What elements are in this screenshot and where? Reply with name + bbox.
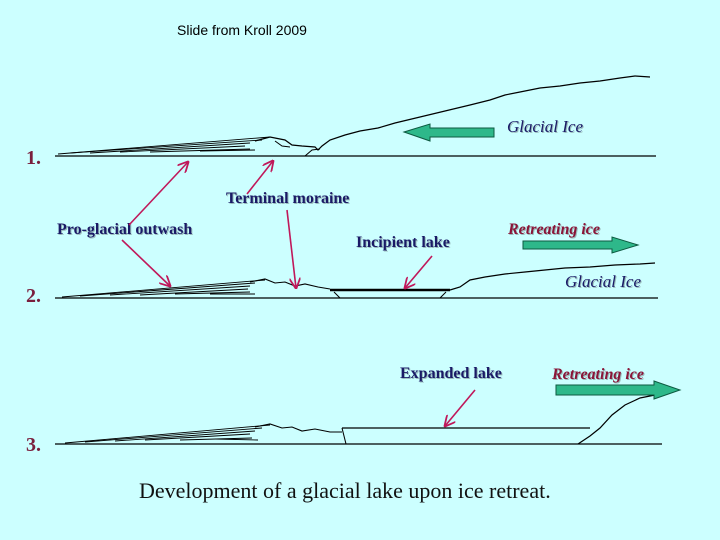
panel-3 bbox=[55, 381, 680, 444]
glacier-surface-2 bbox=[450, 263, 655, 290]
retreating-ice-arrow-2 bbox=[523, 237, 638, 253]
outwash-strata-2 bbox=[62, 280, 265, 297]
pointer-incipient-lake bbox=[405, 256, 432, 288]
retreating-ice-arrow-3 bbox=[556, 381, 680, 399]
outwash-strata-3 bbox=[65, 425, 270, 443]
panel-1 bbox=[2, 0, 656, 225]
glacier-front-3 bbox=[578, 395, 655, 444]
pointer-outwash-2 bbox=[122, 240, 170, 286]
pointer-terminal-moraine-1 bbox=[247, 161, 273, 194]
panel-2 bbox=[55, 210, 658, 298]
outwash-strata-1 bbox=[58, 137, 270, 154]
pointer-terminal-moraine-2 bbox=[287, 210, 296, 288]
glacier-surface-1 bbox=[255, 76, 650, 150]
pointer-proglacial-outwash bbox=[129, 162, 188, 225]
pointer-expanded-lake bbox=[445, 390, 475, 426]
glacial-ice-arrow-1 bbox=[404, 124, 494, 141]
